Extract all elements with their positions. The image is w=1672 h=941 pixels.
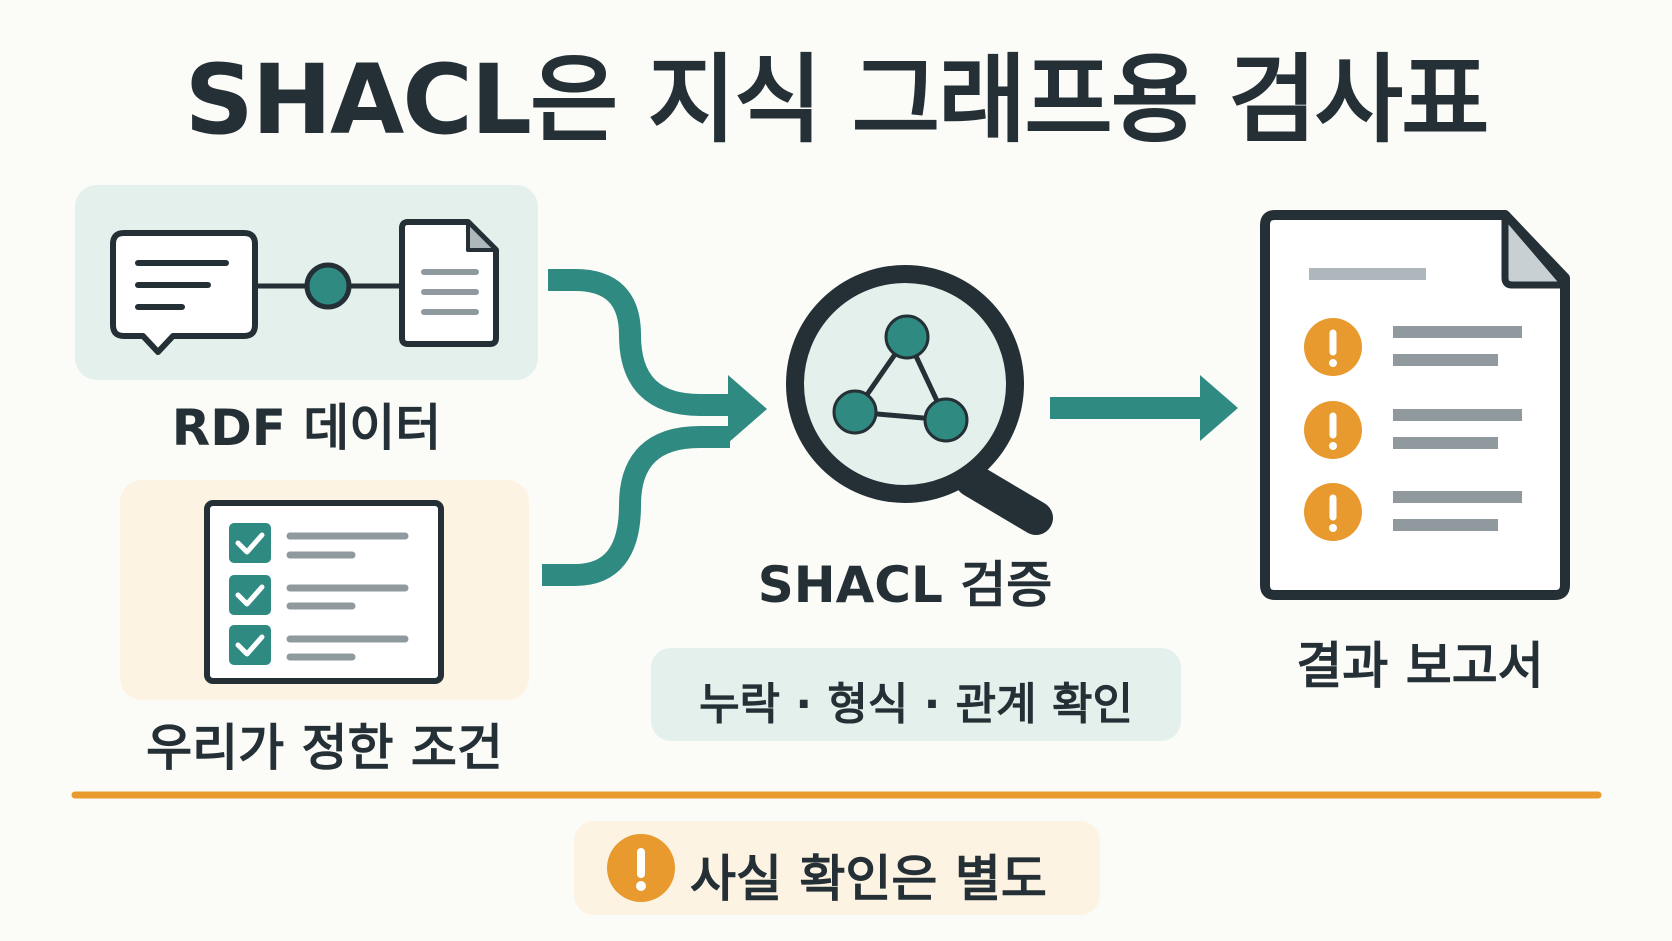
link-node-icon [255, 262, 402, 310]
check-item [229, 625, 409, 665]
output-arrow [1050, 375, 1238, 441]
warning-item [1304, 318, 1522, 376]
document-icon [399, 219, 499, 347]
graph-network-icon [832, 314, 969, 443]
warning-item [1304, 483, 1522, 541]
warning-item [1304, 401, 1522, 459]
speech-bubble-icon [110, 230, 258, 355]
arrow-head-icon [728, 375, 767, 443]
checks-panel [651, 648, 1181, 741]
checklist-icon [204, 500, 444, 684]
merge-arrows [542, 269, 767, 586]
magnifier-icon [786, 265, 1053, 535]
shacl-validation-label: SHACL 검증 [757, 556, 1053, 614]
fact-check-note: 사실 확인은 별도 [690, 850, 1047, 908]
rdf-data-label: RDF 데이터 [171, 399, 442, 457]
report-document-icon [1260, 210, 1570, 600]
page-title: SHACL은 지식 그래프용 검사표 [184, 44, 1490, 156]
warning-icon [607, 834, 675, 902]
check-item [229, 523, 409, 563]
checks-label: 누락 · 형식 · 관계 확인 [699, 679, 1133, 730]
conditions-label: 우리가 정한 조건 [146, 719, 503, 777]
check-item [229, 575, 409, 615]
report-label: 결과 보고서 [1296, 637, 1544, 695]
